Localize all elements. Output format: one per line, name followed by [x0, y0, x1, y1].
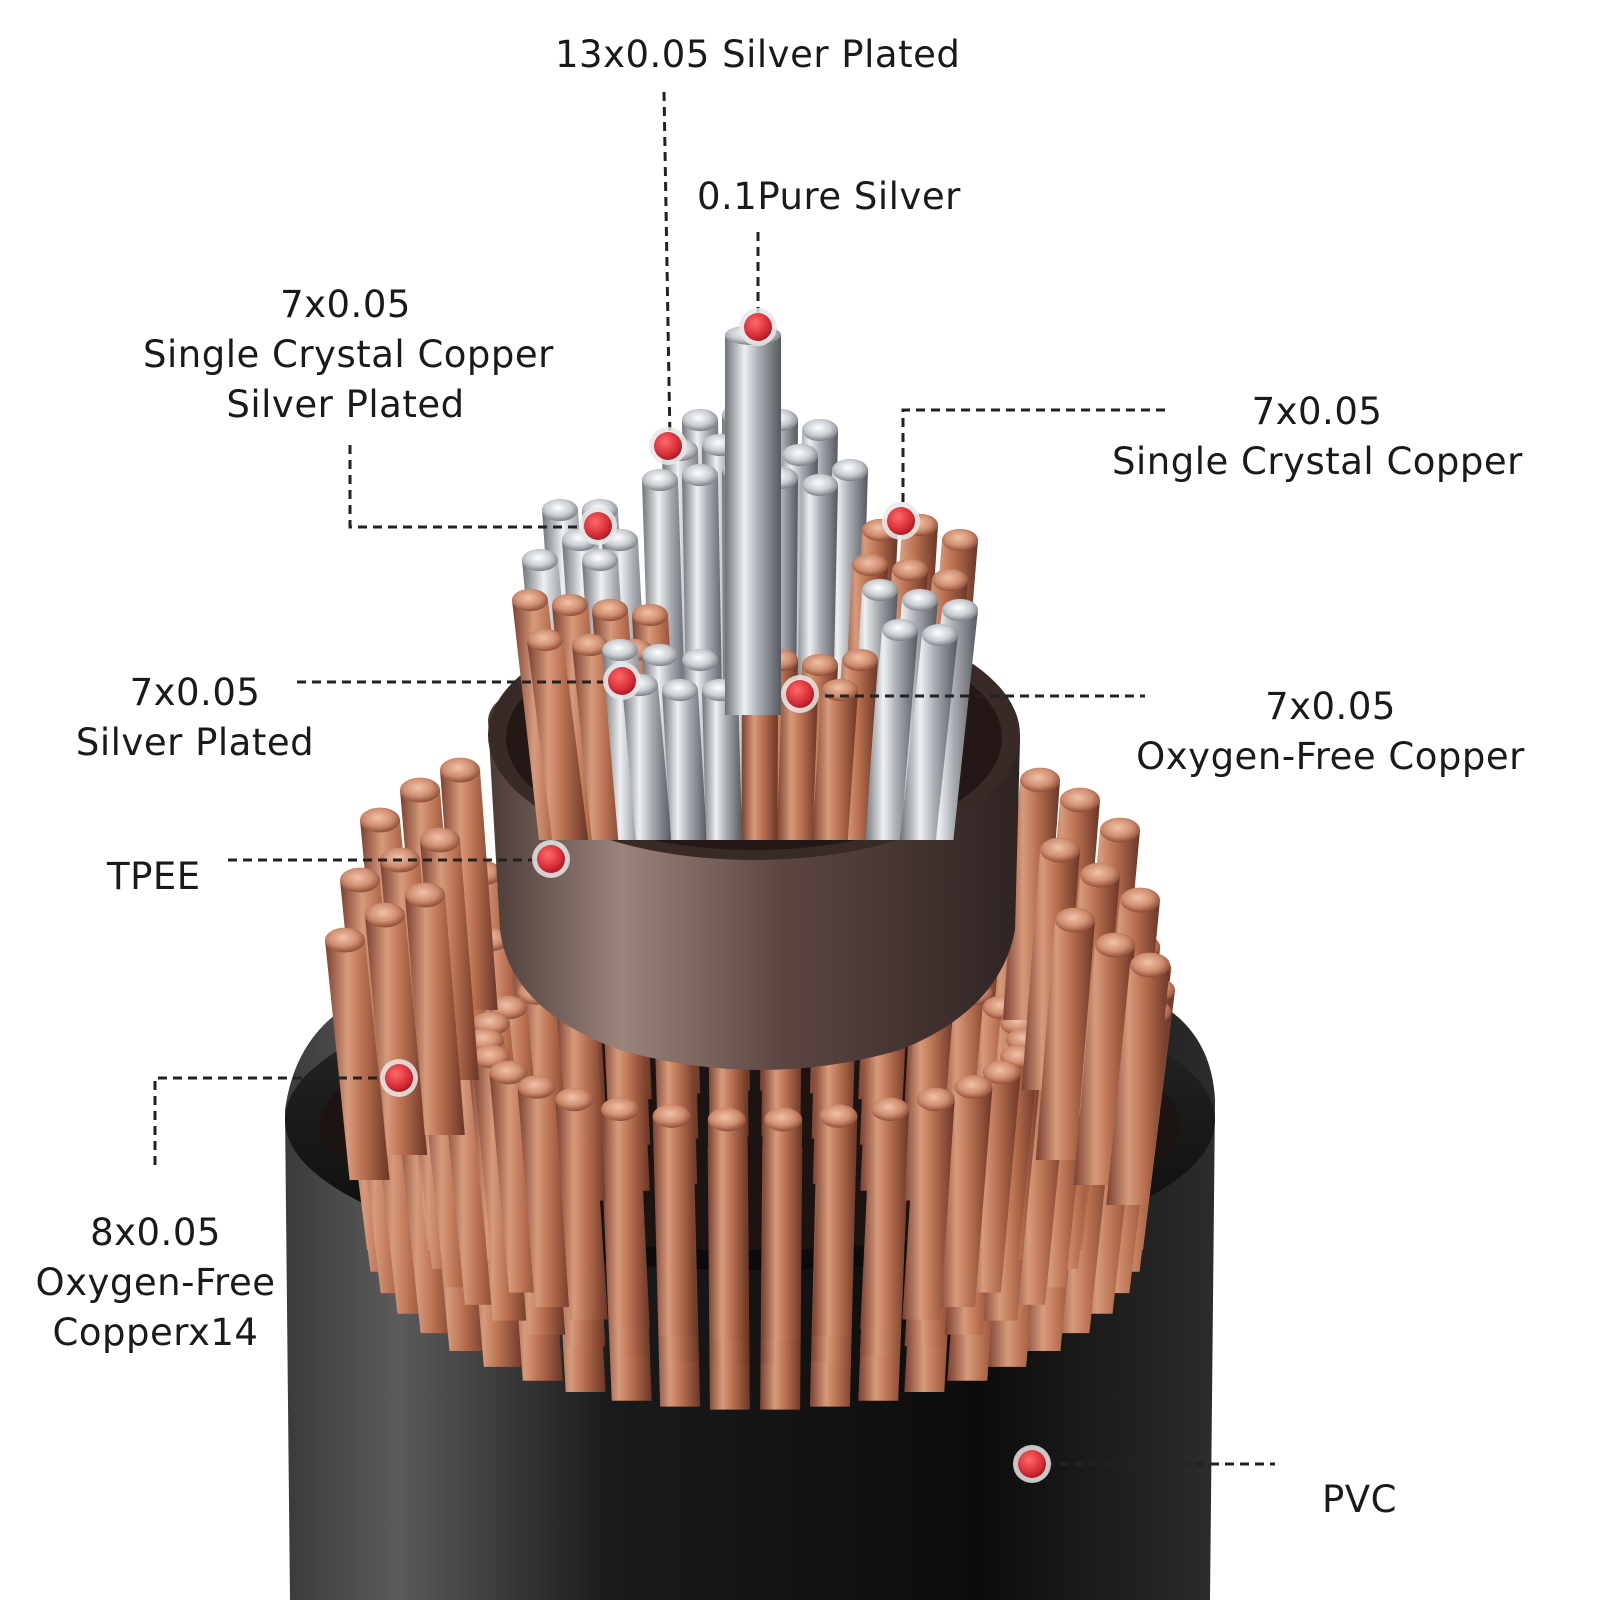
callout-marker: [579, 507, 617, 545]
copper-strand: [572, 633, 628, 840]
copper-strand: [527, 628, 589, 840]
label-line: Copperx14: [52, 1311, 259, 1354]
label-single-crystal-copper: 7x0.05 Single Crystal Copper: [1112, 387, 1522, 487]
copper-strand: [555, 1087, 608, 1320]
label-line: 7x0.05: [1251, 390, 1383, 433]
copper-strand: [601, 1097, 650, 1330]
label-line: 7x0.05: [280, 283, 411, 326]
label-13x0-05-silver-plated: 13x0.05 Silver Plated: [555, 30, 960, 80]
callout-markers: [380, 308, 1051, 1483]
label-line: TPEE: [107, 855, 201, 898]
label-line: Oxygen-Free: [35, 1261, 276, 1304]
copper-strand: [1073, 932, 1135, 1185]
label-tpee: TPEE: [107, 852, 201, 902]
label-line: 7x0.05: [1265, 685, 1396, 728]
copper-strand: [902, 1087, 955, 1320]
pure-silver-core: [725, 325, 781, 715]
leader-lines: [153, 91, 1275, 1466]
label-line: 13x0.05 Silver Plated: [555, 33, 961, 76]
leader-13x0-05: [662, 91, 672, 441]
label-line: 8x0.05: [90, 1211, 221, 1254]
label-line: 7x0.05: [129, 671, 261, 714]
label-single-crystal-copper-silver-plated: 7x0.05 Single Crystal Copper Silver Plat…: [143, 280, 554, 430]
leader-sc-copper: [901, 408, 1165, 505]
callout-marker: [739, 308, 777, 346]
label-line: 0.1Pure Silver: [697, 175, 961, 218]
copper-strand: [652, 1104, 698, 1337]
callout-marker: [882, 502, 920, 540]
copper-strand: [1106, 952, 1170, 1205]
copper-strand: [405, 882, 465, 1135]
label-pvc: PVC: [1322, 1475, 1397, 1525]
label-oxygen-free-copper-x14: 8x0.05 Oxygen-Free Copperx14: [28, 1208, 283, 1358]
label-0-1-pure-silver: 0.1Pure Silver: [697, 172, 961, 222]
leader-sc-copper-silver: [348, 445, 585, 529]
copper-strand: [860, 1097, 909, 1330]
callout-marker: [781, 675, 819, 713]
label-line: Silver Plated: [75, 721, 315, 764]
copper-strand: [812, 1104, 858, 1337]
copper-strand: [325, 927, 390, 1180]
label-oxygen-free-copper: 7x0.05 Oxygen-Free Copper: [1133, 682, 1528, 782]
copper-strand: [1035, 907, 1095, 1160]
callout-marker: [649, 427, 687, 465]
callout-marker: [380, 1059, 418, 1097]
copper-strand: [761, 1107, 803, 1340]
label-line: Silver Plated: [226, 383, 465, 426]
callout-marker: [603, 662, 641, 700]
callout-marker: [532, 840, 570, 878]
label-line: PVC: [1322, 1478, 1397, 1521]
label-line: Single Crystal Copper: [143, 333, 554, 376]
leader-ofc-8x14: [153, 1076, 385, 1165]
silver-strand: [899, 623, 958, 840]
label-line: Single Crystal Copper: [1112, 440, 1523, 483]
label-7x0-05-silver-plated: 7x0.05 Silver Plated: [75, 668, 315, 768]
silver-strand: [864, 618, 918, 840]
copper-strand: [707, 1107, 749, 1340]
callout-marker: [1013, 1445, 1051, 1483]
label-line: Oxygen-Free Copper: [1136, 735, 1525, 778]
copper-strand: [365, 902, 428, 1155]
silver-strand: [662, 678, 707, 840]
